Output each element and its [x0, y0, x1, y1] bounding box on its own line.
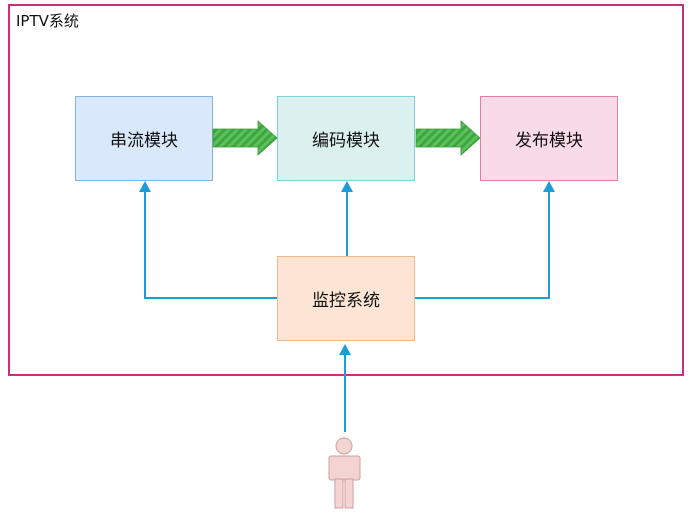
- stream-module-label: 串流模块: [110, 131, 178, 151]
- stream-module: 串流模块: [75, 96, 213, 181]
- control-line-monitor-to-publish: [415, 190, 550, 299]
- monitor-system: 监控系统: [277, 256, 415, 341]
- person-icon: [328, 437, 361, 509]
- arrowhead-encode: [341, 181, 353, 192]
- arrowhead-monitor: [339, 344, 351, 355]
- control-line-monitor-to-stream: [144, 190, 277, 299]
- publish-module-label: 发布模块: [515, 131, 583, 151]
- encode-module-label: 编码模块: [312, 131, 380, 151]
- flow-arrow-encode-to-publish: [415, 120, 481, 156]
- encode-module: 编码模块: [277, 96, 415, 181]
- monitor-system-label: 监控系统: [312, 291, 380, 311]
- arrowhead-stream: [139, 181, 151, 192]
- publish-module: 发布模块: [480, 96, 618, 181]
- arrowhead-publish: [543, 181, 555, 192]
- flow-arrow-stream-to-encode: [212, 120, 278, 156]
- system-title: IPTV系统: [16, 12, 79, 30]
